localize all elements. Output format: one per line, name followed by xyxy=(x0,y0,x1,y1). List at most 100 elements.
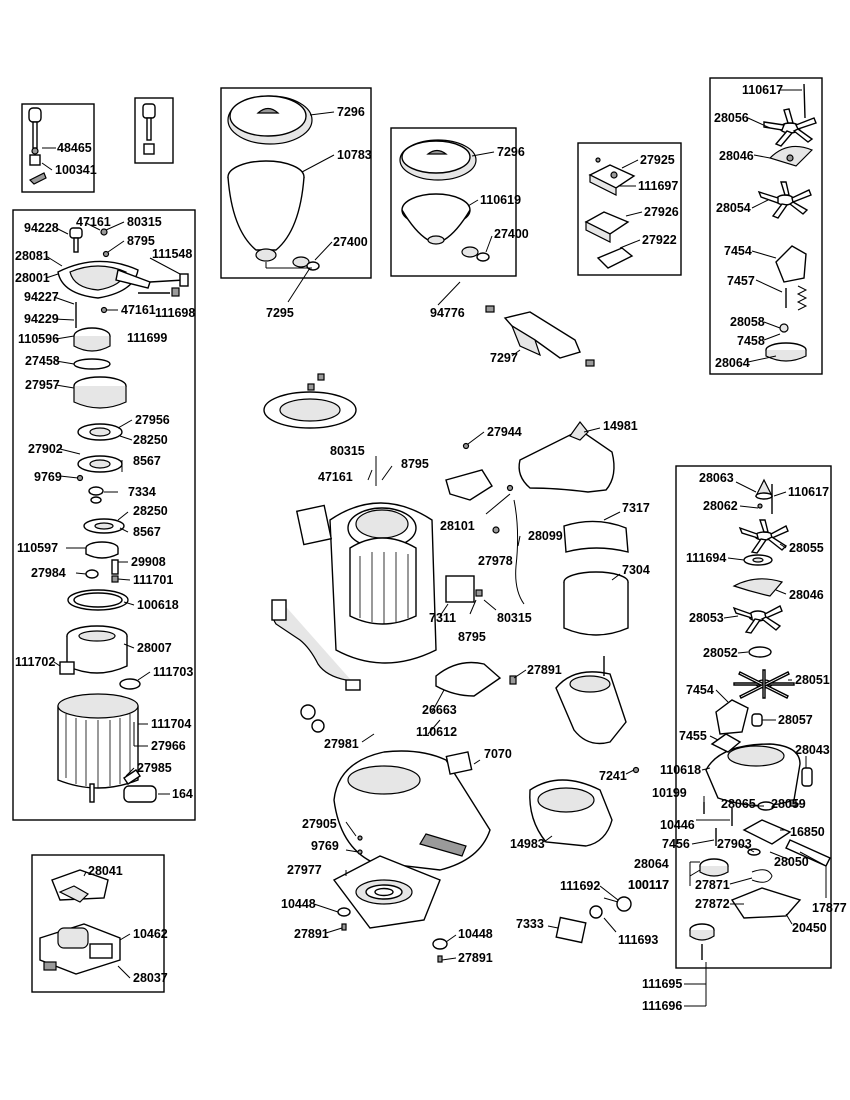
callout: 10199 xyxy=(652,786,687,800)
callout: 27400 xyxy=(333,235,368,249)
callout: 111548 xyxy=(152,247,192,261)
callout: 80315 xyxy=(330,444,365,458)
callout: 111701 xyxy=(133,573,173,587)
callout: 27981 xyxy=(324,737,359,751)
callout: 27944 xyxy=(487,425,522,439)
callout: 17877 xyxy=(812,901,847,915)
callout: 8567 xyxy=(133,454,161,468)
callout: 28007 xyxy=(137,641,172,655)
callout: 27978 xyxy=(478,554,513,568)
callout: 16850 xyxy=(790,825,825,839)
callout: 27956 xyxy=(135,413,170,427)
callout: 28050 xyxy=(774,855,809,869)
callout: 7296 xyxy=(337,105,365,119)
callout: 27872 xyxy=(695,897,730,911)
callout: 27458 xyxy=(25,354,60,368)
callout: 47161 xyxy=(318,470,353,484)
callout: 94228 xyxy=(24,221,59,235)
box-a-frame xyxy=(21,103,95,193)
callout: 27926 xyxy=(644,205,679,219)
callout: 47161 xyxy=(76,215,111,229)
callout: 27891 xyxy=(294,927,329,941)
callout: 7458 xyxy=(737,334,765,348)
callout: 111696 xyxy=(642,999,682,1013)
callout: 7241 xyxy=(599,769,627,783)
callout: 27891 xyxy=(458,951,493,965)
callout: 28064 xyxy=(634,857,669,871)
callout: 28101 xyxy=(440,519,475,533)
callout: 28056 xyxy=(714,111,749,125)
box-upper-right-frame xyxy=(709,77,823,375)
callout: 7317 xyxy=(622,501,650,515)
callout: 111697 xyxy=(638,179,678,193)
callout: 10448 xyxy=(281,897,316,911)
callout: 28037 xyxy=(133,971,168,985)
callout: 7070 xyxy=(484,747,512,761)
callout: 110617 xyxy=(788,485,829,499)
callout: 27957 xyxy=(25,378,60,392)
callout: 28065 xyxy=(721,797,756,811)
callout: 110618 xyxy=(660,763,701,777)
hopper-small-parts xyxy=(399,139,495,306)
callout: 8795 xyxy=(458,630,486,644)
box-b-parts xyxy=(142,103,156,155)
callout: 28063 xyxy=(699,471,734,485)
callout: 28062 xyxy=(703,499,738,513)
callout: 7454 xyxy=(686,683,714,697)
callout: 7296 xyxy=(497,145,525,159)
callout: 110612 xyxy=(416,725,457,739)
callout: 28058 xyxy=(730,315,765,329)
box-lower-right-frame xyxy=(675,465,832,969)
board-parts xyxy=(39,869,131,979)
callout: 111702 xyxy=(15,655,55,669)
callout: 94776 xyxy=(430,306,465,320)
callout: 100117 xyxy=(628,878,669,892)
callout: 10446 xyxy=(660,818,695,832)
callout: 28059 xyxy=(771,797,806,811)
callout: 28057 xyxy=(778,713,813,727)
callout: 8795 xyxy=(127,234,155,248)
callout: 27966 xyxy=(151,739,186,753)
callout: 26663 xyxy=(422,703,457,717)
callout: 28054 xyxy=(716,201,751,215)
callout: 7295 xyxy=(266,306,294,320)
callout: 111704 xyxy=(151,717,191,731)
callout: 14981 xyxy=(603,419,638,433)
callout: 7454 xyxy=(724,244,752,258)
callout: 28081 xyxy=(15,249,50,263)
callout: 94229 xyxy=(24,312,59,326)
callout: 164 xyxy=(172,787,193,801)
callout: 28046 xyxy=(789,588,824,602)
callout: 100117 xyxy=(628,878,669,892)
callout: 100341 xyxy=(55,163,97,177)
callout: 27985 xyxy=(137,761,172,775)
callout: 110619 xyxy=(480,193,521,207)
callout: 28046 xyxy=(719,149,754,163)
box-hopper-large-frame xyxy=(220,87,372,279)
callout: 28051 xyxy=(795,673,830,687)
callout: 7304 xyxy=(622,563,650,577)
callout: 28041 xyxy=(88,864,123,878)
callout: 27891 xyxy=(527,663,562,677)
callouts: 48465 100341 7296 10783 27400 7295 7296 … xyxy=(15,83,847,1013)
callout: 20450 xyxy=(792,921,827,935)
callout: 9769 xyxy=(34,470,62,484)
callout: 94227 xyxy=(24,290,59,304)
callout: 27902 xyxy=(28,442,63,456)
box-switch-frame xyxy=(577,142,682,276)
lower-right-parts xyxy=(684,478,831,1007)
callout: 80315 xyxy=(127,215,162,229)
callout: 111699 xyxy=(127,331,167,345)
hopper-large-parts xyxy=(227,95,335,303)
callout: 28064 xyxy=(715,356,750,370)
center-parts xyxy=(263,305,640,963)
callout: 110617 xyxy=(742,83,783,97)
callout: 7333 xyxy=(516,917,544,931)
switch-parts xyxy=(584,157,643,269)
callout: 10783 xyxy=(337,148,372,162)
callout: 27925 xyxy=(640,153,675,167)
box-motor-frame xyxy=(12,209,196,821)
callout: 100618 xyxy=(137,598,179,612)
callout: 7311 xyxy=(429,611,456,625)
